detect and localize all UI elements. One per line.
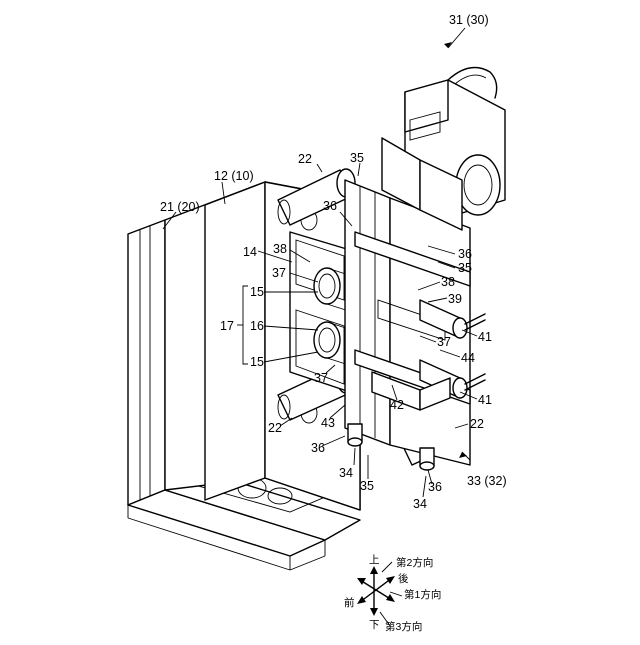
label-34-b: 34 bbox=[413, 497, 427, 511]
label-37-c: 37 bbox=[314, 371, 328, 385]
direction-labels: 上 下 前 後 第2方向 第1方向 第3方向 bbox=[344, 554, 441, 633]
label-37-a: 37 bbox=[272, 266, 286, 280]
label-36-b: 36 bbox=[458, 247, 472, 261]
label-38-b: 38 bbox=[441, 275, 455, 289]
label-12: 12 (10) bbox=[214, 169, 254, 183]
dir-first: 第1方向 bbox=[404, 588, 441, 601]
label-36-d: 36 bbox=[428, 480, 442, 494]
label-15-a: 15 bbox=[250, 285, 264, 299]
label-42: 42 bbox=[390, 398, 404, 412]
label-16: 16 bbox=[250, 319, 264, 333]
label-14: 14 bbox=[243, 245, 257, 259]
dir-second: 第2方向 bbox=[396, 556, 433, 569]
dir-front: 前 bbox=[344, 596, 355, 609]
label-22-top: 22 bbox=[298, 152, 312, 166]
label-34-a: 34 bbox=[339, 466, 353, 480]
direction-indicator bbox=[357, 562, 402, 626]
dir-down: 下 bbox=[369, 619, 380, 631]
dir-third: 第3方向 bbox=[385, 620, 422, 633]
label-41-b: 41 bbox=[478, 393, 492, 407]
label-35-b: 35 bbox=[458, 261, 472, 275]
label-36-c: 36 bbox=[311, 441, 325, 455]
label-35-top: 35 bbox=[350, 151, 364, 165]
label-39: 39 bbox=[448, 292, 462, 306]
label-31: 31 (30) bbox=[449, 13, 489, 27]
label-36-a: 36 bbox=[323, 199, 337, 213]
label-22-right: 22 bbox=[470, 417, 484, 431]
label-38-a: 38 bbox=[273, 242, 287, 256]
dir-back: 後 bbox=[398, 572, 409, 585]
label-35-c: 35 bbox=[360, 479, 374, 493]
label-41-a: 41 bbox=[478, 330, 492, 344]
label-21: 21 (20) bbox=[160, 200, 200, 214]
label-37-b: 37 bbox=[437, 335, 451, 349]
label-44: 44 bbox=[461, 351, 475, 365]
stationary-platen-21 bbox=[128, 220, 165, 505]
label-33: 33 (32) bbox=[467, 474, 507, 488]
dir-up: 上 bbox=[369, 554, 380, 566]
label-22-bottom: 22 bbox=[268, 421, 282, 435]
label-17: 17 bbox=[220, 319, 234, 333]
label-15-b: 15 bbox=[250, 355, 264, 369]
label-43: 43 bbox=[321, 416, 335, 430]
